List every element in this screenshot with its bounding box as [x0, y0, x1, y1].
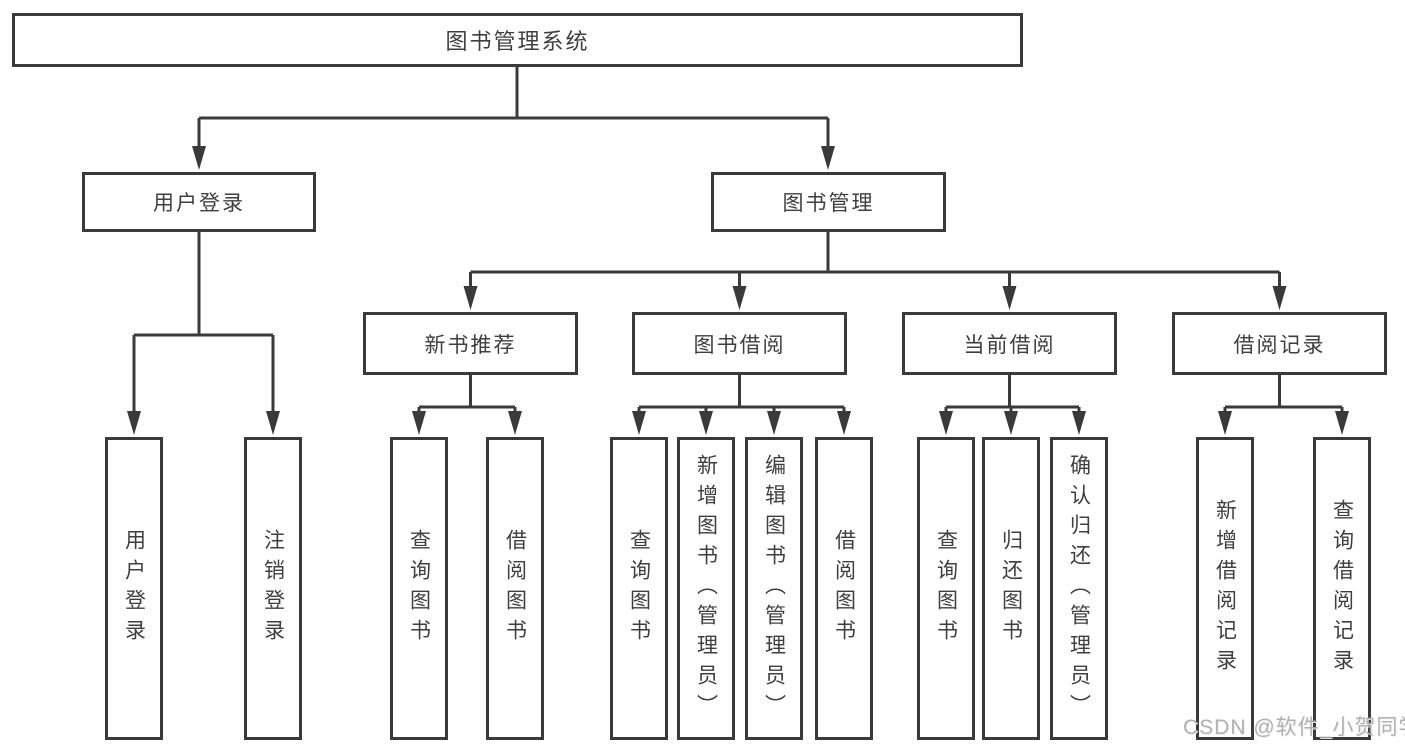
- node-leaf-query-borrow-record: 查询借阅记录: [1313, 437, 1371, 740]
- node-library-management-system: 图书管理系统: [12, 13, 1023, 67]
- node-borrowing-records: 借阅记录: [1172, 312, 1387, 375]
- node-user-login-label: 用户登录: [153, 192, 245, 215]
- node-leaf-borrow-books-2: 借阅图书: [815, 437, 873, 740]
- node-leaf-query-books-3-label: 查询图书: [934, 528, 958, 649]
- connector-user-login-to-children: [127, 232, 280, 435]
- node-leaf-logout: 注销登录: [244, 437, 302, 740]
- node-book-borrowing-label: 图书借阅: [693, 333, 786, 357]
- connector-current-borrow-to-children: [939, 375, 1086, 435]
- node-current-borrowing-label: 当前借阅: [963, 333, 1056, 357]
- node-new-book-recommendation: 新书推荐: [363, 312, 578, 375]
- node-leaf-user-login: 用户登录: [105, 437, 163, 740]
- node-leaf-query-books-3: 查询图书: [917, 437, 975, 740]
- node-leaf-user-login-label: 用户登录: [122, 528, 146, 649]
- node-book-borrowing: 图书借阅: [632, 312, 847, 375]
- connector-book-management-to-level3: [463, 232, 1287, 310]
- connector-book-borrow-to-children: [632, 375, 851, 435]
- node-user-login: 用户登录: [82, 172, 316, 232]
- node-leaf-query-books-2-label: 查询图书: [627, 528, 651, 649]
- node-book-management-label: 图书管理: [782, 192, 875, 215]
- node-leaf-add-books-admin-label: 新增图书（管理员）: [694, 453, 718, 724]
- node-leaf-query-books-2: 查询图书: [610, 437, 668, 740]
- node-leaf-return-books: 归还图书: [982, 437, 1040, 740]
- connector-new-book-rec-to-children: [412, 375, 522, 435]
- node-leaf-query-books-1-label: 查询图书: [407, 528, 431, 649]
- node-leaf-confirm-return-admin: 确认归还（管理员）: [1050, 437, 1108, 740]
- node-leaf-add-books-admin: 新增图书（管理员）: [677, 437, 735, 740]
- node-library-management-system-label: 图书管理系统: [445, 29, 590, 54]
- connector-root-to-level2: [192, 67, 835, 170]
- node-leaf-query-borrow-record-label: 查询借阅记录: [1330, 498, 1354, 679]
- node-borrowing-records-label: 借阅记录: [1233, 333, 1326, 357]
- node-leaf-borrow-books-1: 借阅图书: [486, 437, 544, 740]
- connector-borrow-records-to-children: [1218, 375, 1349, 435]
- csdn-watermark: CSDN @软件_小贺同学: [1183, 716, 1405, 739]
- node-leaf-edit-books-admin: 编辑图书（管理员）: [745, 437, 803, 740]
- node-leaf-add-borrow-record-label: 新增借阅记录: [1213, 498, 1237, 679]
- node-leaf-query-books-1: 查询图书: [390, 437, 448, 740]
- node-leaf-confirm-return-admin-label: 确认归还（管理员）: [1067, 453, 1091, 724]
- node-leaf-add-borrow-record: 新增借阅记录: [1196, 437, 1254, 740]
- node-leaf-return-books-label: 归还图书: [999, 528, 1023, 649]
- node-leaf-borrow-books-2-label: 借阅图书: [832, 528, 856, 649]
- node-leaf-edit-books-admin-label: 编辑图书（管理员）: [762, 453, 786, 724]
- node-new-book-recommendation-label: 新书推荐: [424, 333, 517, 357]
- node-current-borrowing: 当前借阅: [902, 312, 1117, 375]
- node-leaf-logout-label: 注销登录: [261, 528, 285, 649]
- node-book-management: 图书管理: [711, 172, 946, 232]
- node-leaf-borrow-books-1-label: 借阅图书: [503, 528, 527, 649]
